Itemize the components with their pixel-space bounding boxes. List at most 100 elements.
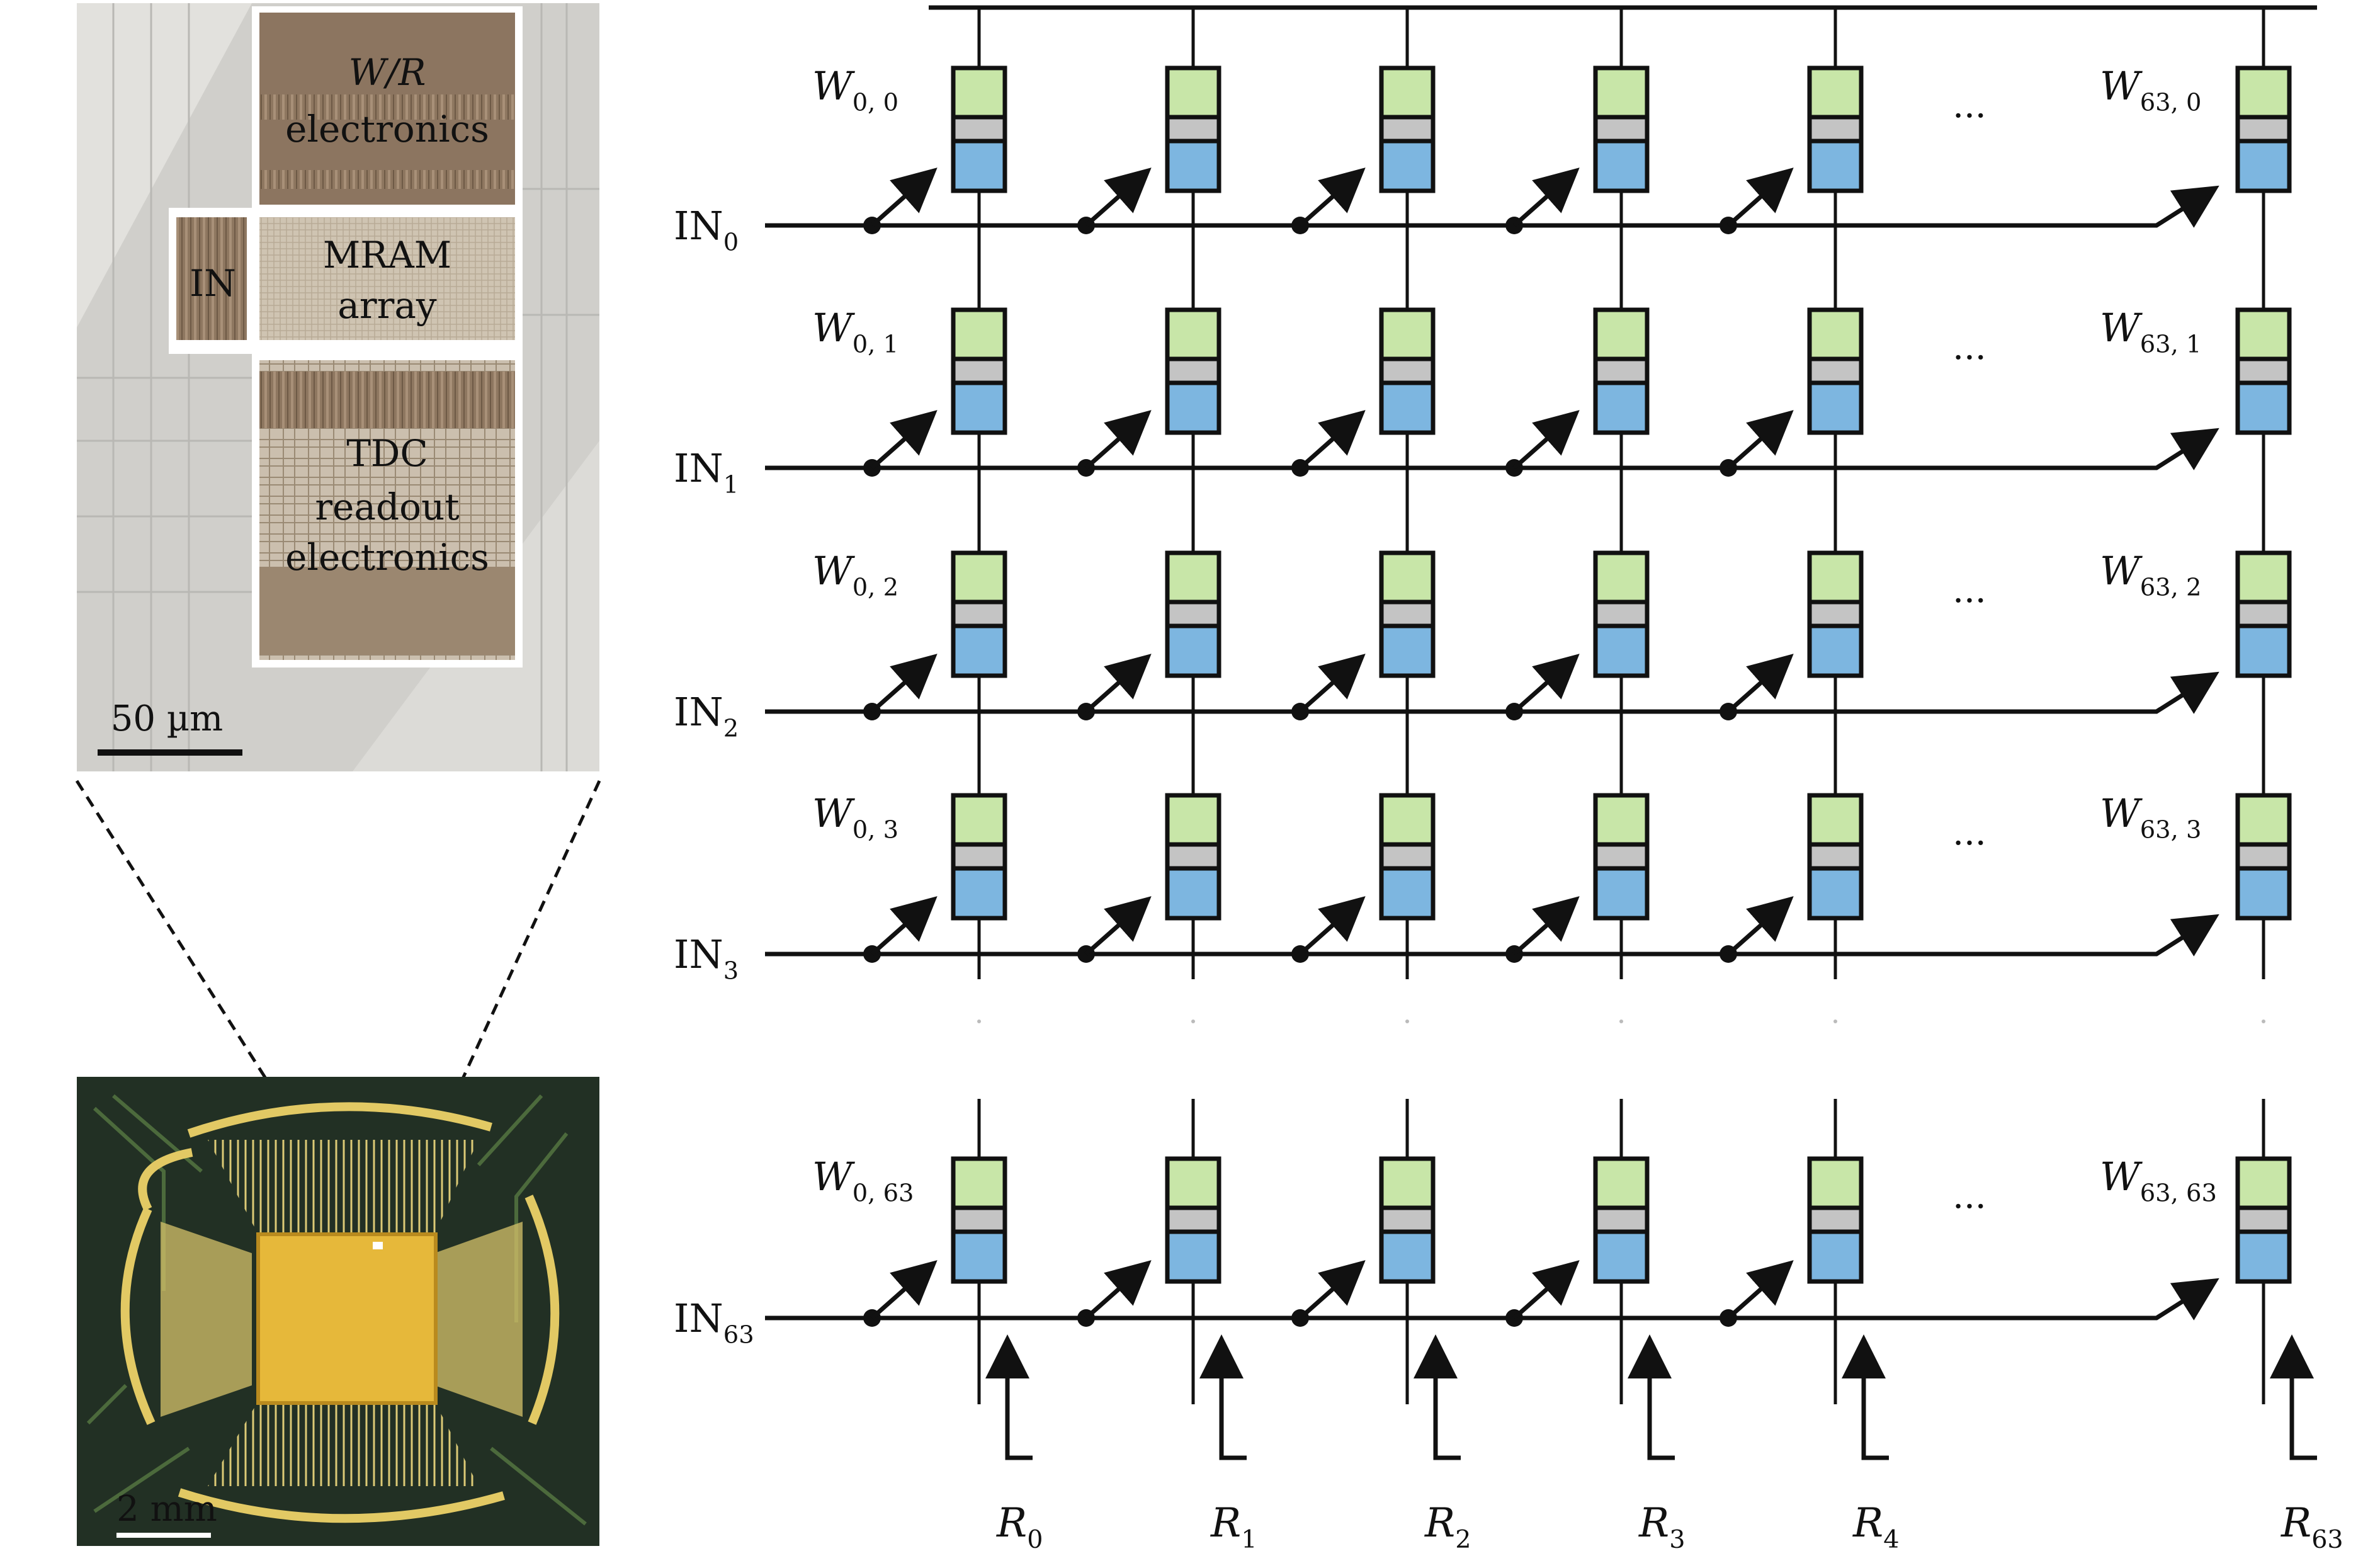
mtj-free-layer (2235, 1156, 2292, 1210)
readout-arrow-0 (985, 1334, 1033, 1460)
tdc-label-line3: electronics (285, 536, 489, 579)
mtj-fixed-layer (1807, 623, 1864, 678)
mtj-free-layer (1593, 1156, 1650, 1210)
mtj-barrier (951, 599, 1007, 628)
mtj-fixed-layer (1807, 866, 1864, 921)
readout-label-5: R63 (2281, 1500, 2343, 1551)
select-arrow (870, 654, 938, 713)
mtj-free-layer (1165, 793, 1221, 847)
die-photo: W/R electronics IN MRAM array TDC readou… (77, 3, 599, 771)
weight-label-right-1: W63, 1 (2100, 305, 2202, 358)
input-label-3: IN3 (674, 931, 739, 985)
mtj-fixed-layer (1593, 139, 1650, 193)
mtj-fixed-layer (1379, 866, 1436, 921)
mtj-barrier (2235, 115, 2292, 144)
mtj-fixed-layer (1165, 623, 1221, 678)
readout-arrow-5 (2270, 1334, 2317, 1460)
readout-arrow-1 (1199, 1334, 1247, 1460)
mtj-barrier (951, 356, 1007, 385)
select-arrow (1298, 168, 1366, 227)
select-arrow (1512, 654, 1580, 713)
select-arrow (1726, 1260, 1794, 1320)
readout-label-4: R4 (1852, 1500, 1899, 1551)
column-gap-dot (2262, 1020, 2265, 1023)
weight-label-left-2: W0, 2 (812, 548, 898, 601)
select-arrow (1084, 896, 1152, 956)
mtj-barrier (1379, 356, 1436, 385)
mtj-barrier (1807, 842, 1864, 871)
mtj-free-layer (1807, 65, 1864, 120)
mtj-barrier (1593, 599, 1650, 628)
mtj-barrier (1379, 842, 1436, 871)
mtj-barrier (2235, 1205, 2292, 1234)
mtj-barrier (1379, 115, 1436, 144)
input-label-4: IN63 (674, 1295, 754, 1349)
mtj-fixed-layer (951, 1229, 1007, 1284)
mtj-free-layer (1593, 307, 1650, 361)
select-arrow (870, 1260, 938, 1320)
chip-scale-label: 2 mm (116, 1489, 217, 1530)
mtj-barrier (1807, 115, 1864, 144)
mtj-free-layer (1593, 550, 1650, 605)
mtj-free-layer (1807, 793, 1864, 847)
mtj-fixed-layer (1379, 1229, 1436, 1284)
mtj-barrier (1379, 599, 1436, 628)
mtj-barrier (1165, 356, 1221, 385)
select-arrow (1298, 896, 1366, 956)
mtj-fixed-layer (1379, 139, 1436, 193)
die-scale-label: 50 µm (111, 698, 224, 739)
mtj-free-layer (2235, 307, 2292, 361)
row-ellipsis: ··· (1952, 96, 1986, 137)
input-wire-4 (765, 1278, 2219, 1321)
input-label-0: IN0 (674, 203, 739, 256)
select-arrow (1726, 410, 1794, 470)
mtj-barrier (1807, 356, 1864, 385)
mtj-free-layer (1165, 307, 1221, 361)
mtj-fixed-layer (1165, 866, 1221, 921)
mtj-free-layer (2235, 65, 2292, 120)
mtj-barrier (1807, 599, 1864, 628)
row-ellipsis: ··· (1952, 823, 1986, 864)
select-arrow (1512, 410, 1580, 470)
mtj-barrier (1807, 1205, 1864, 1234)
mtj-free-layer (951, 307, 1007, 361)
mtj-barrier (951, 1205, 1007, 1234)
mtj-fixed-layer (1379, 623, 1436, 678)
zoom-region-marker (373, 1242, 383, 1249)
mtj-fixed-layer (951, 139, 1007, 193)
mtj-barrier (1379, 1205, 1436, 1234)
mtj-free-layer (2235, 793, 2292, 847)
mtj-fixed-layer (951, 866, 1007, 921)
mtj-free-layer (1165, 65, 1221, 120)
mtj-barrier (2235, 356, 2292, 385)
select-arrow (870, 410, 938, 470)
weight-label-left-0: W0, 0 (812, 63, 898, 116)
input-wire-3 (765, 914, 2219, 957)
tdc-label-line2: readout (315, 486, 459, 528)
row-ellipsis: ··· (1952, 581, 1986, 622)
mtj-free-layer (1807, 550, 1864, 605)
column-gap-dot (1405, 1020, 1409, 1023)
readout-label-3: R3 (1638, 1500, 1685, 1551)
select-arrow (1512, 168, 1580, 227)
select-arrow (1298, 1260, 1366, 1320)
mtj-fixed-layer (1593, 623, 1650, 678)
select-arrow (1726, 654, 1794, 713)
mtj-fixed-layer (951, 380, 1007, 435)
mtj-fixed-layer (1593, 1229, 1650, 1284)
mtj-free-layer (1165, 550, 1221, 605)
mtj-barrier (1593, 115, 1650, 144)
mtj-barrier (1165, 599, 1221, 628)
weight-label-left-1: W0, 1 (812, 305, 898, 358)
select-arrow (1298, 654, 1366, 713)
in-label: IN (190, 262, 236, 305)
input-label-2: IN2 (674, 689, 739, 742)
mtj-free-layer (1165, 1156, 1221, 1210)
mtj-barrier (1165, 1205, 1221, 1234)
select-arrow (1726, 168, 1794, 227)
mtj-barrier (951, 842, 1007, 871)
mtj-fixed-layer (1165, 380, 1221, 435)
mtj-fixed-layer (1807, 1229, 1864, 1284)
